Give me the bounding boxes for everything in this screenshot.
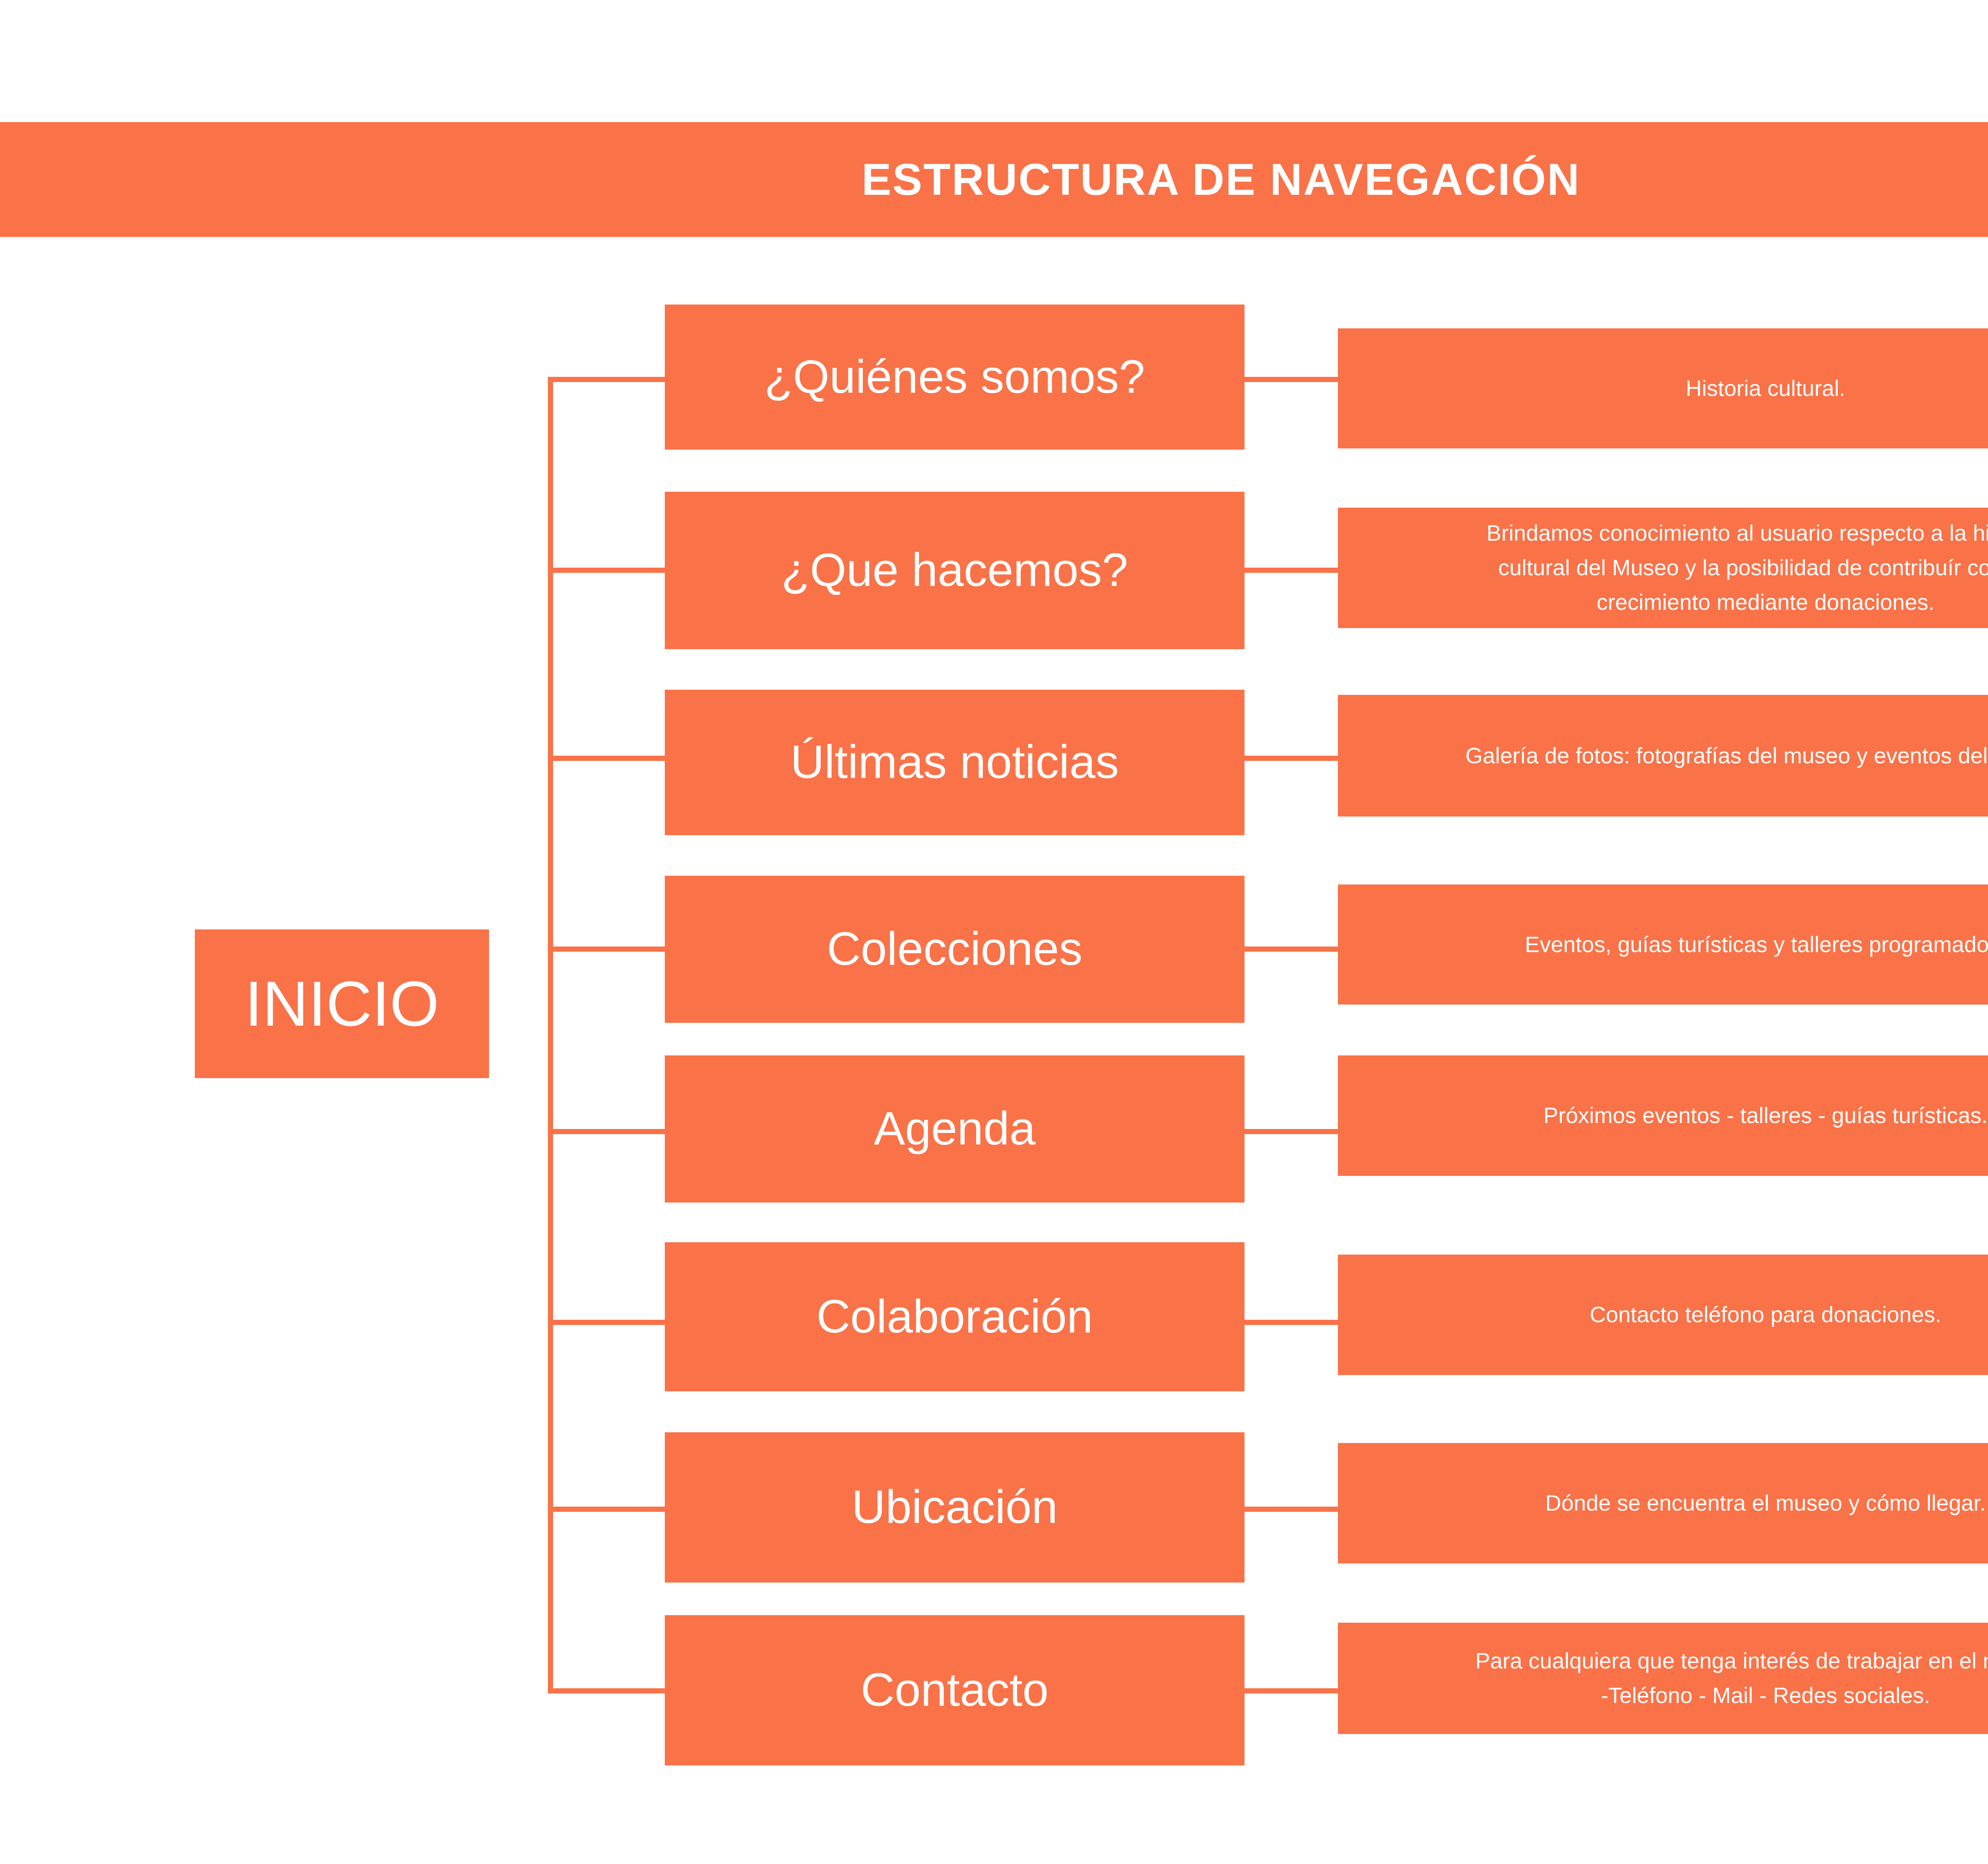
description-box-colaboracion: Contacto teléfono para donaciones. xyxy=(1338,1255,1988,1375)
branch-line-7 xyxy=(548,1507,665,1512)
description-box-que-hacemos: Brindamos conocimiento al usuario respec… xyxy=(1338,508,1988,628)
link-line-7 xyxy=(1244,1507,1338,1512)
link-line-1 xyxy=(1244,377,1338,382)
menu-item-label: ¿Quiénes somos? xyxy=(764,350,1145,403)
description-text: Para cualquiera que tenga interés de tra… xyxy=(1475,1648,1988,1708)
menu-item-quienes-somos[interactable]: ¿Quiénes somos? xyxy=(665,305,1244,450)
branch-line-4 xyxy=(548,947,665,952)
root-node-inicio[interactable]: INICIO xyxy=(195,929,489,1078)
description-text: Próximos eventos - talleres - guías turí… xyxy=(1543,1103,1988,1128)
link-line-4 xyxy=(1244,947,1338,952)
link-line-5 xyxy=(1244,1129,1338,1134)
menu-item-contacto[interactable]: Contacto xyxy=(665,1615,1244,1765)
link-line-3 xyxy=(1244,756,1338,761)
link-line-8 xyxy=(1244,1688,1338,1693)
description-text: Dónde se encuentra el museo y cómo llega… xyxy=(1545,1490,1986,1516)
description-text: Eventos, guías turísticas y talleres pro… xyxy=(1525,931,1988,957)
description-text: Brindamos conocimiento al usuario respec… xyxy=(1486,520,1988,615)
header-bar: ESTRUCTURA DE NAVEGACIÓN xyxy=(0,122,1988,237)
description-box-ultimas-noticias: Galería de fotos: fotografías del museo … xyxy=(1338,695,1988,817)
description-box-contacto: Para cualquiera que tenga interés de tra… xyxy=(1338,1623,1988,1734)
link-line-2 xyxy=(1244,568,1338,573)
description-box-ubicacion: Dónde se encuentra el museo y cómo llega… xyxy=(1338,1443,1988,1563)
description-text: Contacto teléfono para donaciones. xyxy=(1590,1302,1941,1327)
link-line-6 xyxy=(1244,1320,1338,1325)
menu-item-label: Colecciones xyxy=(827,923,1083,976)
menu-item-colaboracion[interactable]: Colaboración xyxy=(665,1242,1244,1391)
description-box-quienes-somos: Historia cultural. xyxy=(1338,328,1988,448)
branch-line-6 xyxy=(548,1320,665,1325)
description-text: Galería de fotos: fotografías del museo … xyxy=(1465,743,1988,768)
branch-line-3 xyxy=(548,756,665,761)
branch-line-8 xyxy=(548,1688,665,1693)
menu-item-label: ¿Que hacemos? xyxy=(781,544,1128,597)
tree-trunk-line xyxy=(548,377,553,1693)
description-box-colecciones: Eventos, guías turísticas y talleres pro… xyxy=(1338,884,1988,1005)
menu-item-que-hacemos[interactable]: ¿Que hacemos? xyxy=(665,492,1244,649)
branch-line-5 xyxy=(548,1129,665,1134)
menu-item-label: Agenda xyxy=(874,1102,1036,1155)
menu-item-ultimas-noticias[interactable]: Últimas noticias xyxy=(665,690,1244,835)
menu-item-label: Últimas noticias xyxy=(790,736,1119,789)
menu-item-label: Colaboración xyxy=(816,1290,1093,1343)
branch-line-1 xyxy=(548,377,665,382)
description-text: Historia cultural. xyxy=(1685,375,1846,401)
menu-item-ubicacion[interactable]: Ubicación xyxy=(665,1432,1244,1583)
menu-item-colecciones[interactable]: Colecciones xyxy=(665,876,1244,1023)
branch-line-2 xyxy=(548,568,665,573)
page-title: ESTRUCTURA DE NAVEGACIÓN xyxy=(861,154,1581,204)
root-node-label: INICIO xyxy=(245,968,439,1039)
menu-item-agenda[interactable]: Agenda xyxy=(665,1055,1244,1203)
menu-item-label: Contacto xyxy=(860,1664,1049,1717)
menu-item-label: Ubicación xyxy=(851,1481,1058,1534)
description-box-agenda: Próximos eventos - talleres - guías turí… xyxy=(1338,1055,1988,1176)
